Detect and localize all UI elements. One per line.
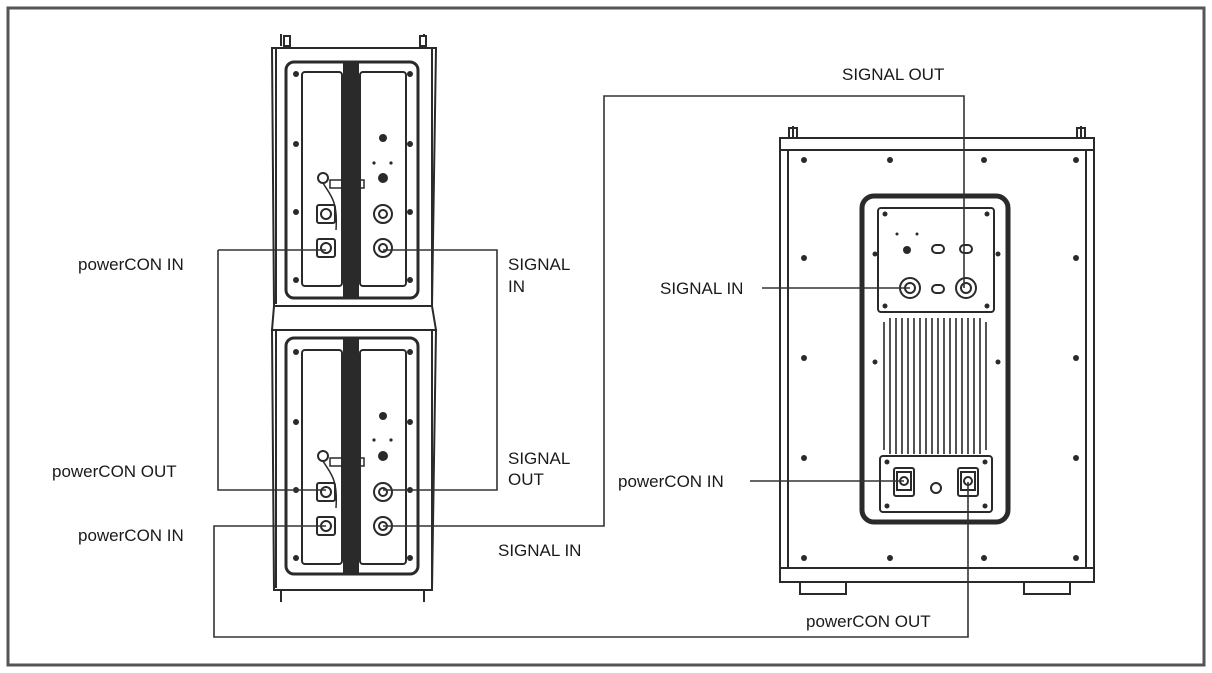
label-top-signal-in-line1: SIGNAL [508,255,570,274]
cable-powercon-link [217,250,326,491]
label-sub-signal-out: SIGNAL OUT [842,65,944,84]
label-bottom-signal-in: SIGNAL IN [498,541,581,560]
bottom-array-cabinet [270,305,438,602]
label-sub-powercon-out: powerCON OUT [806,612,931,631]
label-bottom-powercon-in: powerCON IN [78,526,184,545]
cable-signal-link [383,249,498,491]
cable-power-to-sub [213,482,969,638]
subwoofer-cabinet [779,126,1095,595]
label-sub-signal-in: SIGNAL IN [660,279,743,298]
connection-lines [213,95,969,638]
label-bottom-signal-out-line2: OUT [508,470,544,489]
label-sub-powercon-in: powerCON IN [618,472,724,491]
label-top-powercon-in: powerCON IN [78,255,184,274]
label-bottom-signal-out-line1: SIGNAL [508,449,570,468]
cable-signal-to-sub [383,95,965,527]
label-top-signal-in-line2: IN [508,277,525,296]
label-bottom-powercon-out: powerCON OUT [52,462,177,481]
top-array-cabinet [270,34,438,307]
